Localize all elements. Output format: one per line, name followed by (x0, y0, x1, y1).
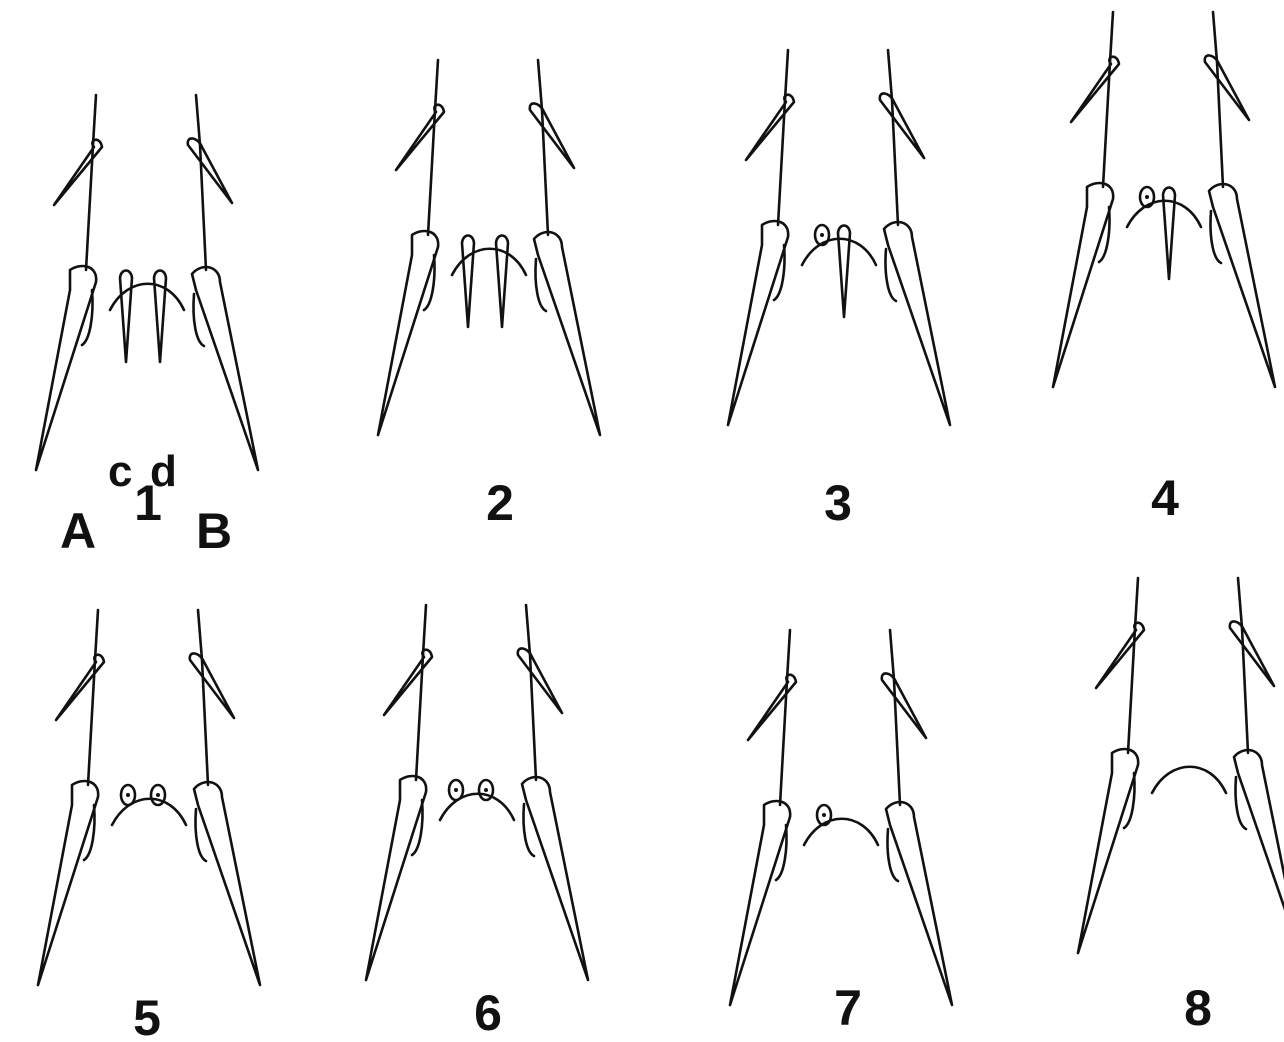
segment-left-wall (416, 605, 426, 780)
segment-left-wall (88, 610, 98, 785)
lateral-spine-left (1096, 623, 1144, 688)
caudal-spine-right (886, 802, 952, 1005)
caudal-spine-left (728, 221, 788, 425)
caudal-spine-right (1209, 184, 1275, 387)
segment-right-wall (890, 630, 900, 805)
segment-right-wall (538, 60, 548, 235)
segment-right-wall (1238, 578, 1248, 753)
lateral-spine-right (1205, 55, 1249, 120)
posterior-margin (804, 819, 878, 845)
inner-spine (462, 236, 474, 328)
figure-number: 8 (1184, 980, 1212, 1036)
segment-left-wall (428, 60, 438, 235)
figure-8: 8 (1078, 578, 1284, 1036)
label-right-inner-spine: d (150, 447, 177, 496)
caudal-spine-right (534, 232, 600, 435)
lateral-spine-left (1071, 57, 1119, 122)
lateral-spine-left (748, 675, 796, 740)
figure-6: 6 (366, 605, 588, 1041)
segment-left-wall (1128, 578, 1138, 753)
pore-center (454, 788, 458, 792)
caudal-spine-left (38, 781, 98, 985)
figure-number: 2 (486, 475, 514, 531)
lateral-spine-right (530, 103, 574, 168)
segment-right-wall (888, 50, 898, 225)
lateral-spine-left (384, 650, 432, 715)
figure-number: 7 (834, 980, 862, 1036)
figure-number: 3 (824, 475, 852, 531)
figure-4: 4 (1053, 12, 1275, 526)
segment-right-wall (1213, 12, 1223, 187)
lateral-spine-right (882, 673, 926, 738)
caudal-spine-left (366, 776, 426, 980)
lateral-spine-right (518, 648, 562, 713)
caudal-spine-right (194, 782, 260, 985)
pore-center (156, 793, 160, 797)
figure-3: 3 (728, 50, 950, 531)
segment-right-wall (198, 610, 208, 785)
caudal-spine-right (884, 222, 950, 425)
caudal-spine-right (192, 267, 258, 470)
segment-left-wall (1103, 12, 1113, 187)
label-left-outer-spine: A (60, 503, 96, 559)
pore-center (484, 788, 488, 792)
lateral-spine-right (190, 653, 234, 718)
label-left-inner-spine: c (108, 447, 132, 496)
segment-left-wall (778, 50, 788, 225)
figure-7: 7 (730, 630, 952, 1036)
lateral-spine-right (1230, 621, 1274, 686)
segment-left-wall (86, 95, 96, 270)
lateral-spine-right (188, 138, 232, 203)
caudal-spine-left (36, 266, 96, 470)
lateral-spine-right (880, 93, 924, 158)
label-right-outer-spine: B (196, 503, 232, 559)
figure-number: 5 (133, 990, 161, 1042)
caudal-spine-right (1234, 750, 1284, 953)
figure-number: 4 (1151, 470, 1179, 526)
pore-center (1145, 195, 1149, 199)
segment-left-wall (780, 630, 790, 805)
lateral-spine-left (746, 95, 794, 160)
inner-spine (120, 271, 132, 363)
posterior-margin (1152, 767, 1226, 793)
caudal-spine-left (1053, 183, 1113, 387)
lateral-spine-left (54, 140, 102, 205)
caudal-spine-left (730, 801, 790, 1005)
pore-center (820, 233, 824, 237)
segment-right-wall (526, 605, 536, 780)
caudal-spine-right (522, 777, 588, 980)
figure-number: 6 (474, 985, 502, 1041)
pore-center (822, 813, 826, 817)
lateral-spine-left (56, 655, 104, 720)
figure-5: 5 (38, 610, 260, 1042)
caudal-spine-left (378, 231, 438, 435)
caudal-spine-left (1078, 749, 1138, 953)
figure-2: 2 (378, 60, 600, 531)
pore-center (126, 793, 130, 797)
lateral-spine-left (396, 105, 444, 170)
segment-right-wall (196, 95, 206, 270)
